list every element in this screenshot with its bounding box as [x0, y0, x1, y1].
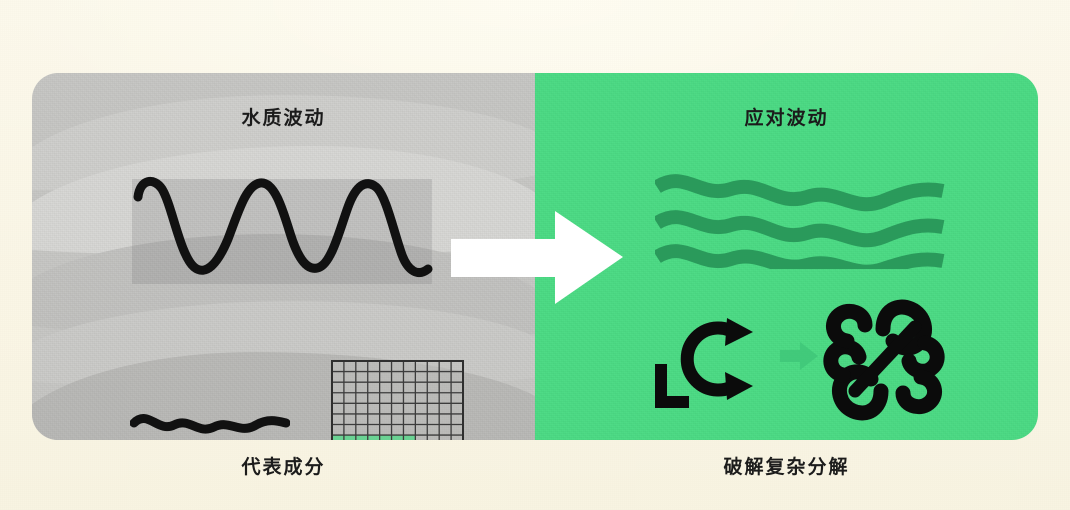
molecule-break-icon [823, 299, 945, 421]
caption-row: 代表成分 破解复杂分解 [32, 452, 1038, 479]
small-arrow-icon [778, 338, 820, 374]
right-caption: 破解复杂分解 [723, 457, 850, 478]
left-caption: 代表成分 [241, 457, 326, 478]
double-squiggle-graphic [129, 409, 291, 440]
right-panel-title: 应对波动 [744, 108, 829, 129]
grid-chart-graphic [330, 359, 465, 440]
left-panel-title: 水质波动 [241, 108, 326, 129]
triple-wave-graphic [653, 173, 945, 279]
sine-wave-graphic [132, 163, 442, 293]
big-right-arrow [451, 211, 623, 304]
cycle-arrow-icon [655, 310, 767, 410]
